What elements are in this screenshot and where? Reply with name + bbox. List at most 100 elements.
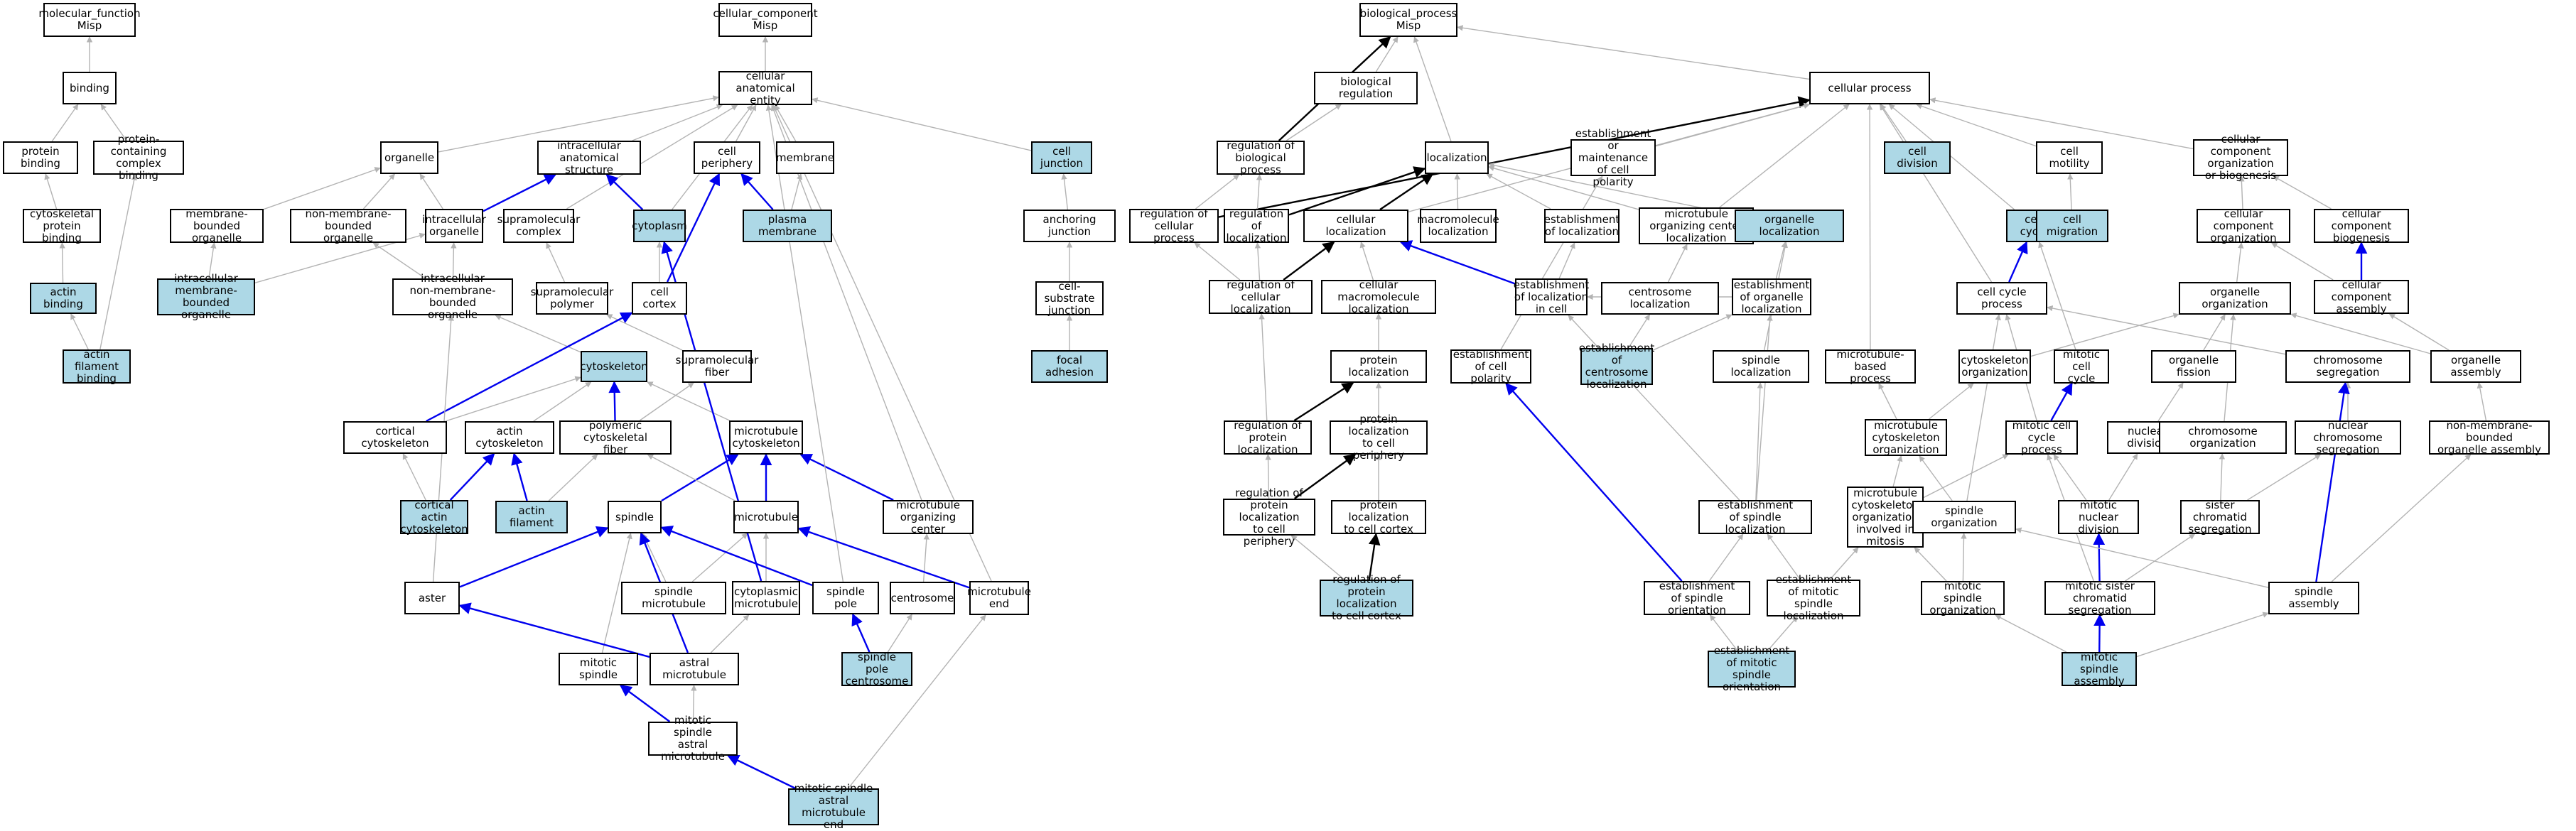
node-cco[interactable]: cellular component organization (2197, 207, 2290, 244)
node-protbind[interactable]: protein binding (3, 141, 78, 174)
node-emcp[interactable]: establishment or maintenance of cell pol… (1570, 127, 1656, 188)
node-io[interactable]: intracellular organelle (422, 209, 486, 243)
node-cellmig[interactable]: cell migration (2036, 210, 2108, 242)
node-pcf[interactable]: polymeric cytoskeletal fiber (559, 419, 672, 455)
node-centloc[interactable]: centrosome localization (1601, 282, 1719, 315)
node-eso[interactable]: establishment of spindle orientation (1644, 580, 1750, 616)
node-rcl[interactable]: regulation of cellular localization (1209, 278, 1313, 315)
node-imbo[interactable]: intracellular membrane-bounded organelle (157, 273, 255, 321)
node-celldiv[interactable]: cell division (1884, 141, 1951, 174)
node-cytmt[interactable]: cytoplasmic microtubule (732, 581, 800, 615)
node-cellmot[interactable]: cell motility (2036, 141, 2103, 174)
node-smf[interactable]: supramolecular fiber (676, 350, 758, 383)
node-cytorg[interactable]: cytoskeleton organization (1958, 349, 2031, 384)
node-esl[interactable]: establishment of spindle localization (1698, 499, 1812, 535)
node-pccb[interactable]: protein-containing complex binding (93, 134, 184, 182)
node-mtcyt[interactable]: microtubule cytoskeleton (729, 420, 803, 455)
node-anchj[interactable]: anchoring junction (1023, 210, 1116, 242)
node-mco[interactable]: microtubule cytoskeleton organization (1865, 419, 1947, 456)
node-mcc[interactable]: mitotic cell cycle (2054, 348, 2109, 384)
node-scs[interactable]: sister chromatid segregation (2180, 499, 2260, 535)
node-sporg[interactable]: spindle organization (1912, 501, 2016, 533)
node-orgloc[interactable]: organelle localization (1735, 210, 1844, 242)
node-macloc[interactable]: macromolecule localization (1417, 209, 1499, 243)
node-sploc[interactable]: spindle localization (1713, 350, 1809, 383)
node-cytpb[interactable]: cytoskeletal protein binding (23, 207, 101, 244)
node-msamt[interactable]: mitotic spindle astral microtubule (648, 715, 738, 763)
node-emsl[interactable]: establishment of mitotic spindle localiz… (1767, 574, 1860, 622)
node-nmbo[interactable]: non-membrane-bounded organelle (290, 207, 406, 244)
node-smp[interactable]: supramolecular polymer (531, 282, 613, 315)
node-nmboa[interactable]: non-membrane-bounded organelle assembly (2429, 419, 2550, 455)
node-chromseg[interactable]: chromosome segregation (2285, 350, 2410, 383)
node-ccp[interactable]: cell cycle process (1956, 282, 2047, 315)
node-orgorg[interactable]: organelle organization (2179, 282, 2291, 315)
node-estloc[interactable]: establishment of localization (1544, 209, 1620, 243)
node-mitsp[interactable]: mitotic spindle (559, 653, 638, 685)
node-cellper[interactable]: cell periphery (694, 141, 760, 174)
node-actcyt[interactable]: actin cytoskeleton (465, 421, 554, 454)
node-protloc[interactable]: protein localization (1330, 350, 1427, 383)
node-eol[interactable]: establishment of organelle localization (1732, 278, 1811, 315)
node-rcp[interactable]: regulation of cellular process (1129, 207, 1219, 244)
node-actinb[interactable]: actin binding (30, 283, 97, 314)
node-actfil[interactable]: actin filament (495, 501, 568, 533)
node-cae[interactable]: cellular anatomical entity (718, 70, 812, 106)
node-binding[interactable]: binding (63, 72, 117, 104)
node-astmt[interactable]: astral microtubule (650, 653, 739, 685)
node-rloc[interactable]: regulation of localization (1224, 207, 1289, 244)
node-spindle[interactable]: spindle (608, 501, 662, 533)
node-mccp[interactable]: mitotic cell cycle process (2005, 419, 2078, 455)
node-ecp[interactable]: establishment of cell polarity (1450, 348, 1531, 384)
node-msamte[interactable]: mitotic spindle astral microtubule end (788, 783, 879, 831)
node-localization[interactable]: localization (1425, 141, 1489, 174)
node-spole[interactable]: spindle pole (812, 582, 879, 614)
node-centrosome[interactable]: centrosome (890, 582, 955, 614)
node-mscs[interactable]: mitotic sister chromatid segregation (2044, 580, 2155, 616)
node-celljunc[interactable]: cell junction (1031, 141, 1092, 174)
node-pm[interactable]: plasma membrane (743, 210, 832, 242)
node-ncs[interactable]: nuclear chromosome segregation (2295, 419, 2401, 455)
node-cellloc[interactable]: cellular localization (1303, 210, 1408, 242)
node-organelle[interactable]: organelle (380, 141, 438, 174)
node-cortcyt[interactable]: cortical cytoskeleton (343, 421, 447, 454)
node-rpl[interactable]: regulation of protein localization (1224, 419, 1312, 455)
node-mtbp[interactable]: microtubule-based process (1825, 348, 1916, 384)
node-cac[interactable]: cortical actin cytoskeleton (400, 498, 468, 536)
node-rplcp[interactable]: regulation of protein localization to ce… (1223, 487, 1315, 547)
node-ccob[interactable]: cellular component organization or bioge… (2193, 134, 2288, 182)
node-cml[interactable]: cellular macromolecule localization (1321, 278, 1436, 315)
node-membrane[interactable]: membrane (776, 141, 834, 174)
node-cellcortex[interactable]: cell cortex (632, 282, 687, 315)
node-spmt[interactable]: spindle microtubule (621, 582, 726, 614)
node-aster[interactable]: aster (404, 582, 460, 614)
node-plcc[interactable]: protein localization to cell cortex (1331, 499, 1426, 535)
node-cytoplasm[interactable]: cytoplasm (632, 210, 687, 242)
node-ecl[interactable]: establishment of centrosome localization (1578, 342, 1655, 391)
node-afb[interactable]: actin filament binding (63, 348, 131, 384)
node-mcoim[interactable]: microtubule cytoskeleton organization in… (1847, 487, 1924, 548)
node-rplcc[interactable]: regulation of protein localization to ce… (1320, 574, 1413, 622)
node-cellproc[interactable]: cellular process (1809, 72, 1930, 104)
node-bp[interactable]: biological_process Misp (1359, 3, 1457, 37)
node-chromorg[interactable]: chromosome organization (2159, 421, 2287, 454)
node-mtend[interactable]: microtubule end (967, 581, 1031, 615)
node-elic[interactable]: establishment of localization in cell (1513, 278, 1590, 315)
node-spc[interactable]: spindle pole centrosome (841, 651, 912, 687)
node-ias[interactable]: intracellular anatomical structure (537, 139, 641, 175)
node-cytoskel[interactable]: cytoskeleton (580, 351, 648, 382)
node-cca[interactable]: cellular component assembly (2314, 278, 2409, 315)
node-spasm[interactable]: spindle assembly (2268, 582, 2359, 614)
node-orgasm[interactable]: organelle assembly (2430, 350, 2521, 383)
node-cc[interactable]: cellular_component Misp (713, 3, 818, 37)
node-bioreg[interactable]: biological regulation (1314, 72, 1418, 104)
node-msa[interactable]: mitotic spindle assembly (2062, 651, 2137, 687)
node-microtubule[interactable]: microtubule (733, 501, 799, 533)
node-ccb[interactable]: cellular component biogenesis (2314, 207, 2409, 244)
node-inmbo[interactable]: intracellular non-membrane-bounded organ… (392, 273, 513, 321)
node-focal[interactable]: focal adhesion (1031, 350, 1108, 383)
node-mtoc[interactable]: microtubule organizing center (883, 499, 974, 535)
node-orgfis[interactable]: organelle fission (2151, 350, 2236, 383)
node-mnd[interactable]: mitotic nuclear division (2058, 499, 2139, 535)
node-emso[interactable]: establishment of mitotic spindle orienta… (1708, 645, 1796, 693)
